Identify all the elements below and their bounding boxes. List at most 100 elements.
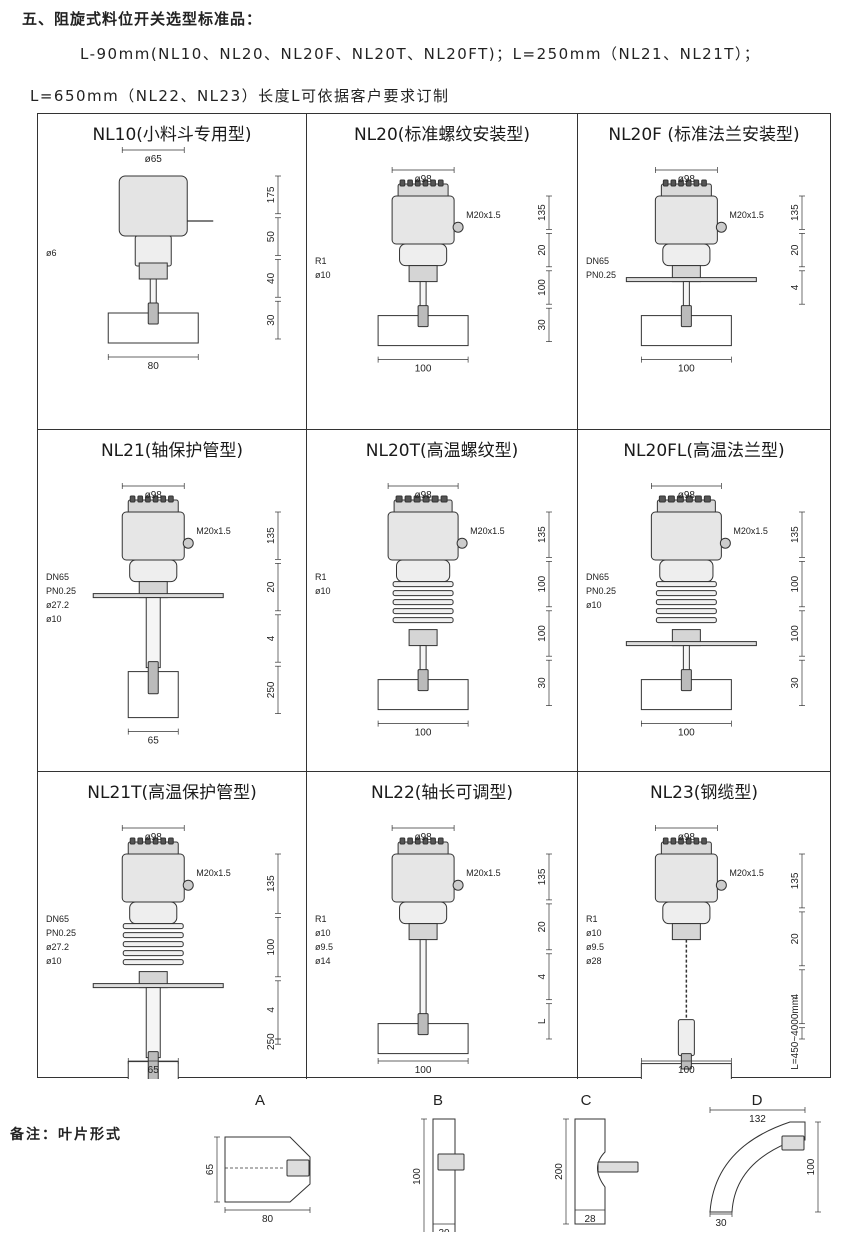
dimension-label: 30 <box>715 1218 727 1229</box>
housing-fin <box>430 837 436 845</box>
blade-letter: C <box>580 1092 592 1109</box>
housing-neck <box>134 235 172 267</box>
model-title: NL20FL(高温法兰型) <box>623 441 785 461</box>
dimension-label: 65 <box>205 1164 216 1176</box>
cable-gland-icon <box>719 537 731 549</box>
dimension-label: ø98 <box>414 174 432 185</box>
dimension-label: 65 <box>148 1065 160 1076</box>
dimension-label: PN0.25 <box>586 586 616 596</box>
blade-drawing: 100 30 <box>412 1118 465 1232</box>
cooling-fin <box>655 581 717 588</box>
dimension-label: ø10 <box>315 270 331 280</box>
dimension-label: 100 <box>412 1168 423 1185</box>
housing-fin <box>703 495 711 503</box>
dimension-label: 20 <box>537 921 548 933</box>
dimension-label: DN65 <box>46 914 69 924</box>
cooling-fin <box>122 923 184 930</box>
housing-fin <box>129 837 136 845</box>
paddle-hub <box>417 1013 429 1036</box>
dimension-label: L <box>537 1018 548 1024</box>
sensor-shaft <box>145 597 161 669</box>
housing-fin <box>685 179 692 187</box>
housing-neck <box>399 243 448 267</box>
dimension-label: 20 <box>537 244 548 256</box>
housing-fin <box>160 837 167 845</box>
housing-fin <box>407 179 413 187</box>
mounting-thread <box>408 923 438 941</box>
mounting-thread <box>138 262 168 280</box>
cable-gland-icon <box>182 879 194 891</box>
section-title: 五、阻旋式料位开关选型标准品： <box>22 10 263 28</box>
housing-fin <box>413 495 421 503</box>
dimension-label: 20 <box>790 933 801 945</box>
cable-gland-icon <box>182 537 194 549</box>
housing-body <box>391 195 455 245</box>
dimension-label: DN65 <box>586 572 609 582</box>
dimension-label: 4 <box>790 284 801 290</box>
housing-neck <box>662 243 711 267</box>
dimension-label: R1 <box>315 256 327 266</box>
housing-fin <box>145 495 151 503</box>
mounting-thread <box>408 629 438 647</box>
mounting-flange <box>625 641 757 647</box>
blade-letter: A <box>254 1092 265 1109</box>
dimension-label: M20x1.5 <box>733 526 768 536</box>
dimension-label: 100 <box>537 279 548 296</box>
dimension-label: 4 <box>537 974 548 980</box>
housing-fin <box>658 495 666 503</box>
housing-fin <box>422 495 430 503</box>
housing-fin <box>437 837 444 845</box>
cooling-fin <box>655 617 717 624</box>
housing-fin <box>693 179 700 187</box>
housing-fin <box>685 837 692 845</box>
blade-outline <box>432 1118 456 1232</box>
dimension-label: M20x1.5 <box>466 868 501 878</box>
housing-neck <box>129 901 178 925</box>
dimension-label: ø9.5 <box>586 942 604 952</box>
dimension-label: M20x1.5 <box>196 868 231 878</box>
dimension-label: ø10 <box>46 614 62 624</box>
dimension-label: ø10 <box>315 928 331 938</box>
housing-fin <box>168 837 174 845</box>
dimension-label: ø98 <box>678 832 696 843</box>
cable-gland-icon <box>452 879 464 891</box>
dimension-label: 30 <box>438 1228 450 1232</box>
dimension-label: 4 <box>266 635 277 641</box>
housing-fin <box>152 837 159 845</box>
blade-hub <box>286 1159 310 1177</box>
paddle-hub <box>417 669 429 692</box>
housing-fin <box>685 495 693 503</box>
cooling-fin <box>122 950 184 957</box>
cooling-fin <box>122 941 184 948</box>
housing-fin <box>407 837 413 845</box>
mounting-thread <box>408 265 438 283</box>
length-spec-line-2: L=650mm（NL22、NL23）长度L可依据客户要求订制 <box>30 87 450 105</box>
dimension-label: L=450~4000mm <box>790 997 801 1070</box>
dimension-label: 135 <box>266 527 277 544</box>
blade-hub <box>781 1135 805 1151</box>
dimension-label: 30 <box>537 677 548 689</box>
housing-fin <box>678 179 684 187</box>
housing-fin <box>676 495 684 503</box>
housing-fin <box>440 495 448 503</box>
blade-letter: D <box>751 1092 763 1109</box>
dimension-label: ø10 <box>586 928 602 938</box>
housing-fin <box>395 495 403 503</box>
housing-fin <box>670 837 677 845</box>
dimension-label: 135 <box>790 872 801 889</box>
housing-fin <box>137 495 144 503</box>
dimension-label: DN65 <box>46 572 69 582</box>
housing-neck <box>399 901 448 925</box>
dimension-label: M20x1.5 <box>470 526 505 536</box>
dimension-label: 50 <box>266 231 277 243</box>
dimension-label: ø10 <box>315 586 331 596</box>
